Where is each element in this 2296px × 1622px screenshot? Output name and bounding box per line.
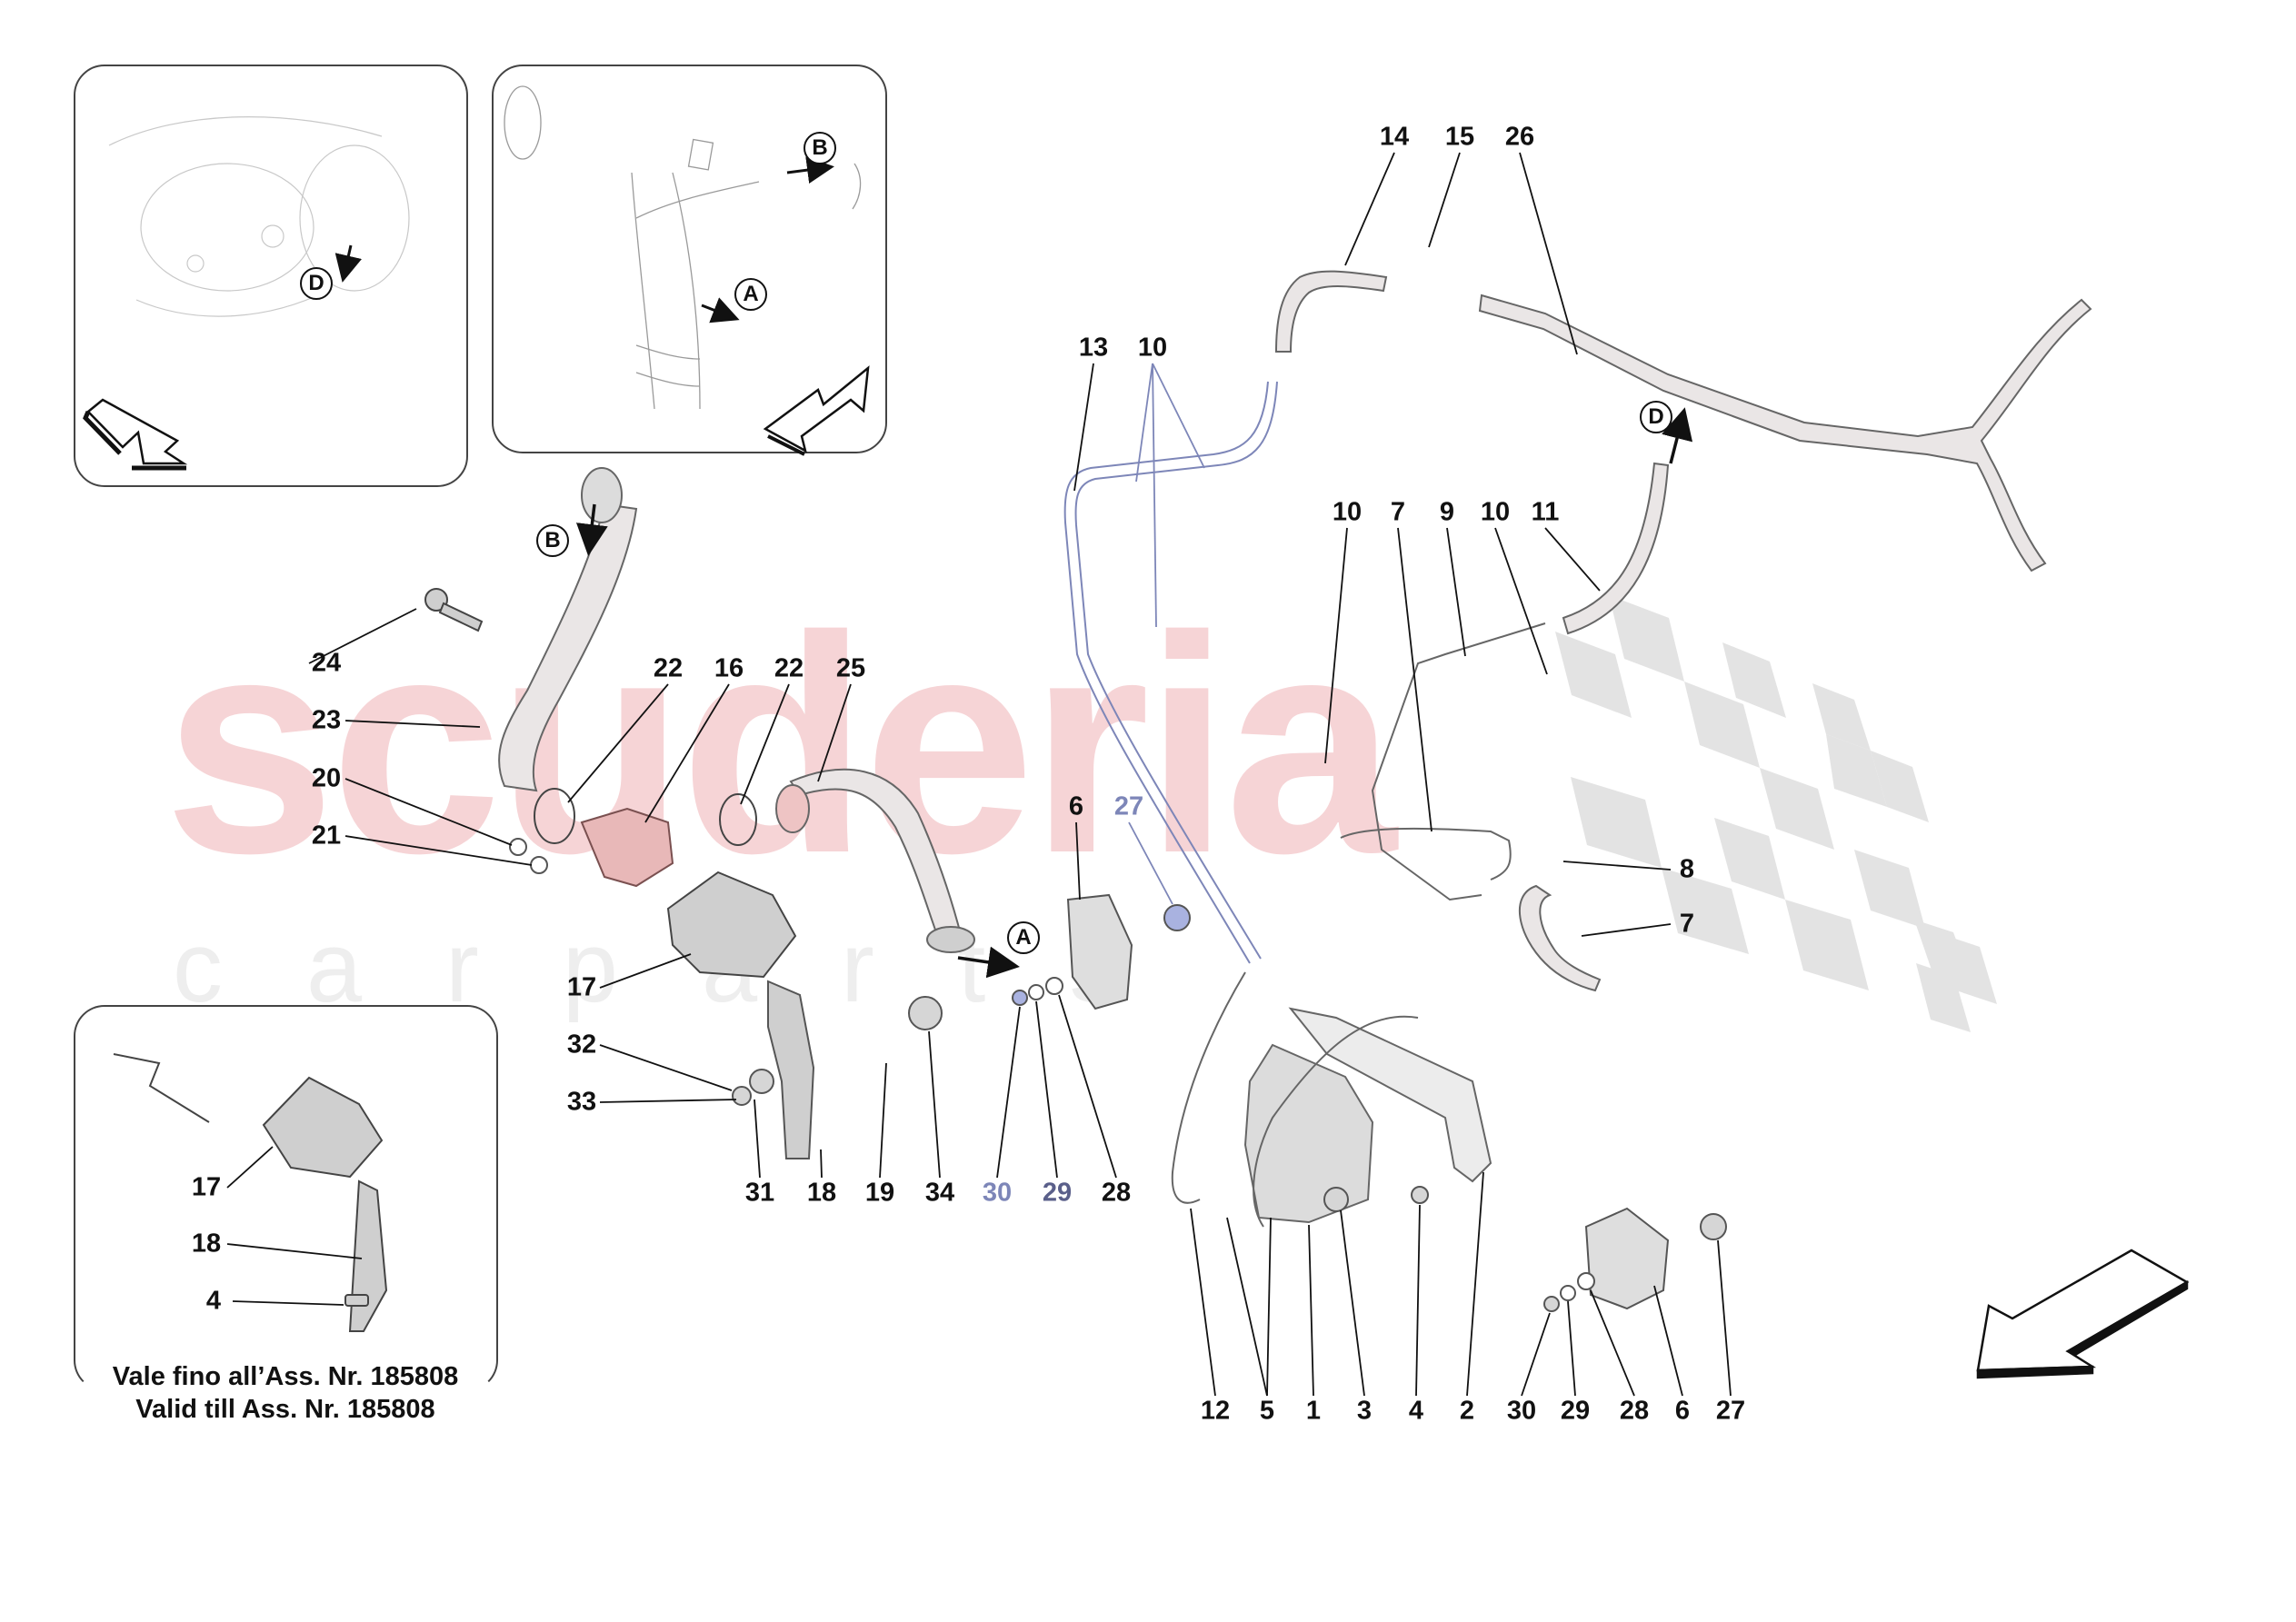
view-direction-arrow (1976, 1249, 2190, 1379)
hose-11 (1562, 462, 1670, 635)
bracket-18 (767, 980, 815, 1159)
clamps-22 (534, 788, 757, 846)
watermark-scuderia: scuderia (164, 572, 1397, 918)
callout-29-right: 29 (1560, 1396, 1591, 1426)
inset-b-arrow (786, 156, 834, 184)
hose-23 (498, 467, 638, 792)
inset-ref-b: B (804, 132, 836, 164)
callout-24: 24 (311, 648, 342, 678)
main-ref-d: D (1640, 401, 1672, 433)
callout-4: 4 (1408, 1396, 1424, 1426)
callout-18: 18 (806, 1178, 837, 1208)
callout-29-mid: 29 (1042, 1178, 1073, 1208)
callout-10-b: 10 (1480, 497, 1511, 527)
valve-6-right (1584, 1207, 1670, 1310)
callout-32: 32 (566, 1030, 597, 1060)
inset-ref-a: A (734, 278, 767, 311)
callout-28-right: 28 (1619, 1396, 1650, 1426)
inset-callout-4: 4 (205, 1286, 222, 1316)
main-a-arrow (957, 946, 1020, 979)
callout-1: 1 (1305, 1396, 1322, 1426)
callout-14: 14 (1379, 122, 1410, 152)
inset-ref-d: D (300, 267, 333, 300)
inset-top-middle-sketch (504, 85, 862, 410)
clip-24 (424, 588, 484, 632)
callout-22-b: 22 (774, 653, 804, 683)
bracket-2 (1288, 1007, 1492, 1183)
callout-9: 9 (1439, 497, 1455, 527)
callout-30-mid: 30 (982, 1178, 1013, 1208)
inset-top-middle-view-arrow (763, 365, 870, 456)
callout-22-a: 22 (653, 653, 684, 683)
callout-26: 26 (1504, 122, 1535, 152)
callout-20: 20 (311, 763, 342, 793)
callout-25: 25 (835, 653, 866, 683)
callout-11: 11 (1531, 497, 1560, 527)
inset-caption-english: Valid till Ass. Nr. 185808 (135, 1395, 435, 1424)
callout-13: 13 (1078, 333, 1109, 363)
inset-top-middle (492, 65, 887, 453)
flange-16 (580, 807, 674, 888)
callout-19: 19 (864, 1178, 895, 1208)
hose-14 (1274, 270, 1388, 353)
callout-30-right: 30 (1506, 1396, 1537, 1426)
inset-caption-italian: Vale fino all’Ass. Nr. 185808 (112, 1362, 459, 1391)
inset-bottom-left (74, 1005, 498, 1391)
pipe-13 (1063, 381, 1278, 964)
callout-17: 17 (566, 972, 597, 1002)
callout-6-right: 6 (1674, 1396, 1691, 1426)
inset-callout-18: 18 (191, 1229, 222, 1259)
inset-top-left (74, 65, 468, 487)
callout-31: 31 (744, 1178, 775, 1208)
leader-lines (226, 152, 1732, 1397)
pipe-9-7 (1340, 622, 1546, 901)
callout-2: 2 (1459, 1396, 1475, 1426)
callout-21: 21 (311, 821, 342, 851)
callout-5: 5 (1259, 1396, 1275, 1426)
small-fasteners (509, 838, 1727, 1312)
valve-6-mid (1066, 893, 1133, 1010)
callout-27-right: 27 (1715, 1396, 1746, 1426)
callout-7-b: 7 (1679, 909, 1695, 939)
hose-12-5 (1171, 971, 1419, 1228)
callout-16: 16 (714, 653, 744, 683)
callout-34: 34 (924, 1178, 955, 1208)
callout-10-upper: 10 (1137, 333, 1168, 363)
callout-7-a: 7 (1390, 497, 1406, 527)
callout-28-mid: 28 (1101, 1178, 1132, 1208)
hose-25 (775, 768, 975, 953)
main-d-arrow (1662, 407, 1693, 464)
callout-27-mid: 27 (1113, 791, 1144, 821)
main-ref-a: A (1007, 921, 1040, 954)
callout-8: 8 (1679, 854, 1695, 884)
callout-15: 15 (1444, 122, 1475, 152)
canister-1 (1243, 1043, 1374, 1224)
callout-33: 33 (566, 1087, 597, 1117)
callout-10-a: 10 (1332, 497, 1363, 527)
valve-17 (666, 871, 797, 979)
callout-23: 23 (311, 705, 342, 735)
inset-bottom-left-sketch (113, 1053, 388, 1332)
inset-d-arrow (334, 244, 362, 283)
hose-26 (1478, 294, 2092, 572)
inset-callout-17: 17 (191, 1172, 222, 1202)
main-ref-b: B (536, 524, 569, 557)
callout-3: 3 (1356, 1396, 1373, 1426)
callout-12: 12 (1200, 1396, 1231, 1426)
hose-7-lower (1519, 884, 1602, 992)
callout-6-mid: 6 (1068, 791, 1084, 821)
main-b-arrow (575, 503, 608, 556)
inset-top-left-sketch (108, 116, 410, 317)
inset-top-left-view-arrow (85, 398, 188, 471)
inset-a-arrow (701, 297, 740, 323)
